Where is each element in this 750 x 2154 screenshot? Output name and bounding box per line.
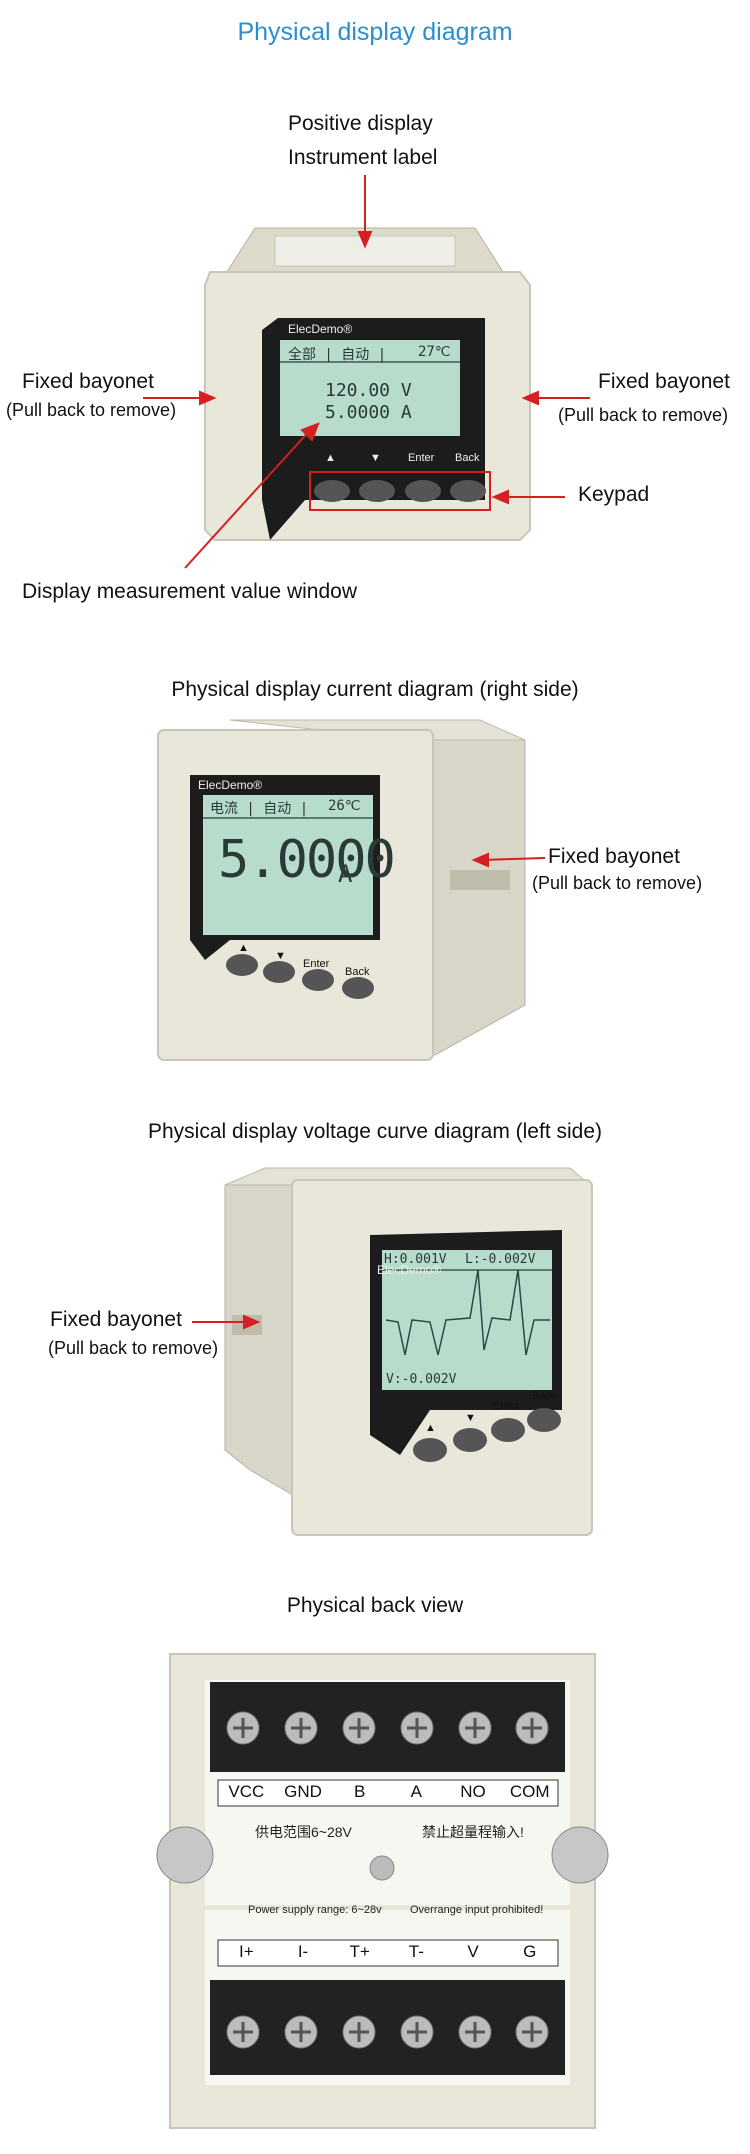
right-key-down[interactable] bbox=[263, 961, 295, 983]
terminal-label-no: NO bbox=[460, 1782, 486, 1801]
right-lcd-temp: 26℃ bbox=[328, 798, 361, 814]
en-supply-range: Power supply range: 6~28v bbox=[248, 1904, 382, 1916]
right-key-enter[interactable] bbox=[302, 969, 334, 991]
keypad-label: Keypad bbox=[578, 483, 650, 506]
front-key-label-enter: Enter bbox=[408, 452, 435, 464]
front-left-bayonet-label: Fixed bayonet bbox=[22, 370, 154, 393]
front-view-illustration bbox=[143, 175, 590, 569]
front-key-label-up: ▲ bbox=[325, 452, 336, 464]
left-key-label-up: ▲ bbox=[425, 1422, 436, 1434]
front-lcd-current: 5.0000 A bbox=[325, 402, 412, 423]
left-bayonet-label: Fixed bayonet bbox=[50, 1308, 182, 1331]
cn-overrange-warning: 禁止超量程输入! bbox=[422, 1824, 524, 1840]
terminal-label-i-plus: I+ bbox=[239, 1942, 254, 1961]
cn-supply-range: 供电范围6~28V bbox=[255, 1824, 352, 1840]
top-terminal-block bbox=[210, 1682, 565, 1772]
front-key-label-down: ▼ bbox=[370, 452, 381, 464]
front-key-label-back: Back bbox=[455, 452, 480, 464]
front-lcd bbox=[280, 340, 460, 436]
page-title: Physical display diagram bbox=[237, 18, 513, 46]
terminal-label-t-minus: T- bbox=[408, 1942, 424, 1961]
right-lcd-value: 5.0000 bbox=[218, 830, 396, 890]
left-key-down[interactable] bbox=[453, 1428, 487, 1452]
right-mount-screw bbox=[551, 1826, 609, 1884]
right-key-label-back: Back bbox=[345, 966, 370, 978]
terminal-label-i-minus: I- bbox=[297, 1942, 309, 1961]
left-key-enter[interactable] bbox=[491, 1418, 525, 1442]
front-key-back[interactable] bbox=[450, 480, 486, 502]
left-key-up[interactable] bbox=[413, 1438, 447, 1462]
right-key-up[interactable] bbox=[226, 954, 258, 976]
voltage-curve bbox=[385, 1269, 550, 1356]
left-key-label-down: ▼ bbox=[465, 1412, 476, 1424]
left-lcd-high: H:0.001V bbox=[384, 1252, 447, 1267]
right-key-label-up: ▲ bbox=[238, 942, 249, 954]
left-view-title: Physical display voltage curve diagram (… bbox=[147, 1120, 603, 1143]
front-lcd-temp: 27℃ bbox=[418, 344, 451, 360]
terminal-label-g: G bbox=[523, 1942, 537, 1961]
terminal-label-t-plus: T+ bbox=[349, 1942, 370, 1961]
front-key-up[interactable] bbox=[314, 480, 350, 502]
keypad-outline bbox=[309, 471, 491, 511]
terminal-label-com: COM bbox=[509, 1782, 550, 1801]
left-key-label-back: Back bbox=[532, 1390, 557, 1402]
front-key-enter[interactable] bbox=[405, 480, 441, 502]
display-window-label: Display measurement value window bbox=[22, 580, 357, 603]
right-view-illustration bbox=[157, 719, 546, 1061]
left-view-illustration bbox=[192, 1167, 593, 1536]
front-key-down[interactable] bbox=[359, 480, 395, 502]
en-overrange-warning: Overrange input prohibited! bbox=[410, 1904, 544, 1916]
right-key-back[interactable] bbox=[342, 977, 374, 999]
left-key-back[interactable] bbox=[527, 1408, 561, 1432]
terminal-label-gnd: GND bbox=[284, 1782, 322, 1801]
left-lcd bbox=[382, 1250, 552, 1390]
terminal-label-v: V bbox=[467, 1942, 479, 1961]
left-lcd-low: L:-0.002V bbox=[465, 1252, 536, 1267]
right-key-label-enter: Enter bbox=[303, 958, 330, 970]
left-lcd-voltage: V:-0.002V bbox=[386, 1372, 457, 1387]
instrument-label-label: Instrument label bbox=[288, 146, 438, 169]
back-view-illustration bbox=[156, 1653, 609, 2129]
right-lcd-unit: A bbox=[338, 860, 353, 888]
terminal-label-vcc: VCC bbox=[228, 1782, 265, 1801]
front-left-bayonet-note: (Pull back to remove) bbox=[6, 400, 177, 420]
right-lcd-mode: 电流 | 自动 | bbox=[210, 801, 309, 817]
front-lcd-voltage: 120.00 V bbox=[325, 380, 412, 401]
front-right-bayonet-label: Fixed bayonet bbox=[598, 370, 730, 393]
terminal-label-a: A bbox=[410, 1782, 423, 1801]
top-terminal-labels: VCC GND B A NO COM bbox=[218, 1782, 558, 1802]
left-key-label-enter: Enter bbox=[493, 1400, 520, 1412]
front-brand: ElecDemo® bbox=[288, 322, 353, 336]
right-view-title: Physical display current diagram (right … bbox=[171, 678, 579, 701]
left-bayonet-note: (Pull back to remove) bbox=[48, 1338, 219, 1358]
front-lcd-mode: 全部 | 自动 | bbox=[288, 347, 387, 363]
front-right-bayonet-note: (Pull back to remove) bbox=[558, 405, 729, 425]
right-key-label-down: ▼ bbox=[275, 950, 286, 962]
back-view-title: Physical back view bbox=[286, 1594, 464, 1617]
right-bayonet-label: Fixed bayonet bbox=[548, 845, 680, 868]
right-brand: ElecDemo® bbox=[198, 778, 263, 792]
bottom-terminal-labels: I+ I- T+ T- V G bbox=[218, 1942, 558, 1962]
left-brand: ElecDemo® bbox=[377, 1263, 442, 1277]
left-mount-screw bbox=[156, 1826, 214, 1884]
right-bayonet-note: (Pull back to remove) bbox=[532, 873, 703, 893]
positive-display-label: Positive display bbox=[288, 112, 433, 135]
bottom-terminal-block bbox=[210, 1980, 565, 2075]
terminal-label-b: B bbox=[354, 1782, 366, 1801]
